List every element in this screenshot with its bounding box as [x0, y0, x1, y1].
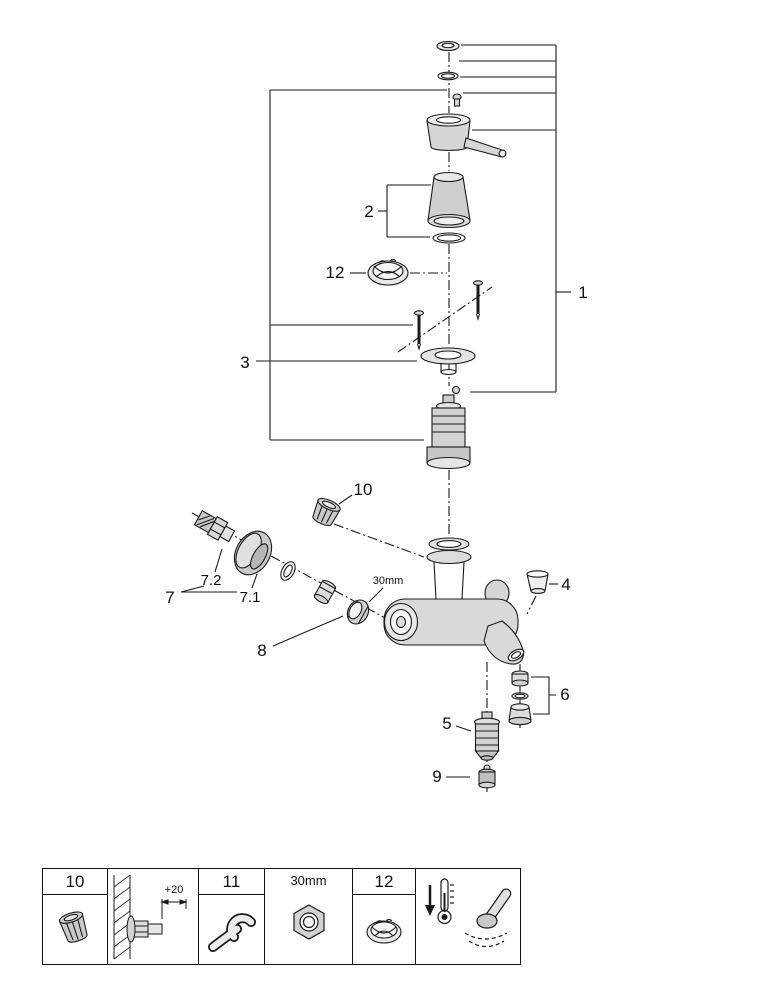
callout-12: 12 [326, 263, 345, 282]
part-cap [312, 497, 341, 527]
part-dome-cover [427, 171, 471, 229]
part-grub-screw [452, 93, 462, 107]
legend-cell-12: 12 [353, 869, 416, 964]
size-label-leader [368, 587, 384, 603]
legend-cell-11: 11 [199, 869, 265, 964]
callout-8: 8 [257, 641, 266, 660]
nut-size-label: 30mm [373, 575, 404, 587]
callout-3: 3 [240, 353, 249, 372]
part-washer [280, 561, 296, 581]
callout-5: 5 [442, 714, 451, 733]
part-o-ring-top [437, 71, 459, 81]
callout-10-leader [338, 494, 353, 505]
wrench-icon [207, 912, 256, 952]
part-escutcheon-flange [420, 347, 476, 376]
group-bracket-2 [378, 184, 431, 238]
part-s-union [193, 510, 236, 543]
legend-cell-mounting: +20 [108, 869, 199, 964]
legend-label-12: 12 [353, 869, 415, 895]
part-screw-coupling [478, 764, 496, 789]
group-bracket-1 [459, 44, 571, 393]
part-sleeve [508, 703, 532, 726]
mounting-dimension-icon: +20 [113, 874, 188, 959]
part-diverter-knob [526, 570, 549, 594]
mounting-dimension-label: +20 [164, 884, 183, 896]
callout-2: 2 [364, 202, 373, 221]
legend-cell-temperature [416, 869, 520, 964]
callout-1: 1 [578, 283, 587, 302]
callout-6: 6 [560, 685, 569, 704]
part-screw-left [413, 310, 425, 351]
exploded-diagram: 1 2 3 4 5 6 7 7.1 7.2 8 9 10 12 30mm [165, 40, 588, 792]
part4-axis-line [526, 595, 537, 615]
callout-7-2: 7.2 [201, 572, 222, 589]
thermometer-icon [437, 877, 454, 924]
callout-10: 10 [354, 480, 373, 499]
part10-axis-line [333, 523, 425, 558]
axis-lines [191, 52, 537, 792]
callout-5-leader [455, 725, 472, 732]
part-flow-straightener [367, 258, 409, 286]
part-faucet-body [383, 537, 525, 665]
part-handle-plug [436, 40, 460, 52]
flow-straightener-icon [366, 918, 402, 944]
cap-icon [58, 910, 88, 943]
part-handle [426, 113, 507, 158]
part-cartridge [426, 385, 471, 470]
legend-label-nut: 30mm [290, 872, 327, 888]
part-o-ring-small [511, 692, 529, 700]
lever-handle-icon [464, 887, 512, 947]
legend-label-11: 11 [199, 869, 264, 895]
part-diverter-cartridge [473, 711, 501, 761]
callout-7-leaders [180, 548, 258, 593]
group-bracket-6 [531, 676, 556, 715]
legend-cell-10: 10 [43, 869, 108, 964]
group-bracket-3 [256, 89, 447, 441]
part-screw-right [472, 280, 484, 321]
legend-label-10: 10 [43, 869, 107, 895]
callout-4: 4 [561, 575, 570, 594]
temperature-handle-icon [425, 877, 512, 947]
part-check-valve [313, 579, 337, 605]
screw-axis-line [397, 286, 493, 353]
legend-cell-nut: 30mm [265, 869, 353, 964]
callout-9: 9 [432, 767, 441, 786]
callout-7: 7 [165, 588, 174, 607]
callout-7-1: 7.1 [240, 589, 261, 606]
callout-8-leader [272, 615, 344, 647]
part-escutcheon-dome [233, 530, 273, 576]
nut-icon [292, 903, 325, 940]
part-o-ring-dome [432, 232, 466, 244]
part-aerator-insert [511, 670, 529, 687]
part-union-nut [346, 599, 370, 625]
down-arrow-icon [425, 884, 435, 916]
legend-table: 10 [42, 868, 521, 965]
